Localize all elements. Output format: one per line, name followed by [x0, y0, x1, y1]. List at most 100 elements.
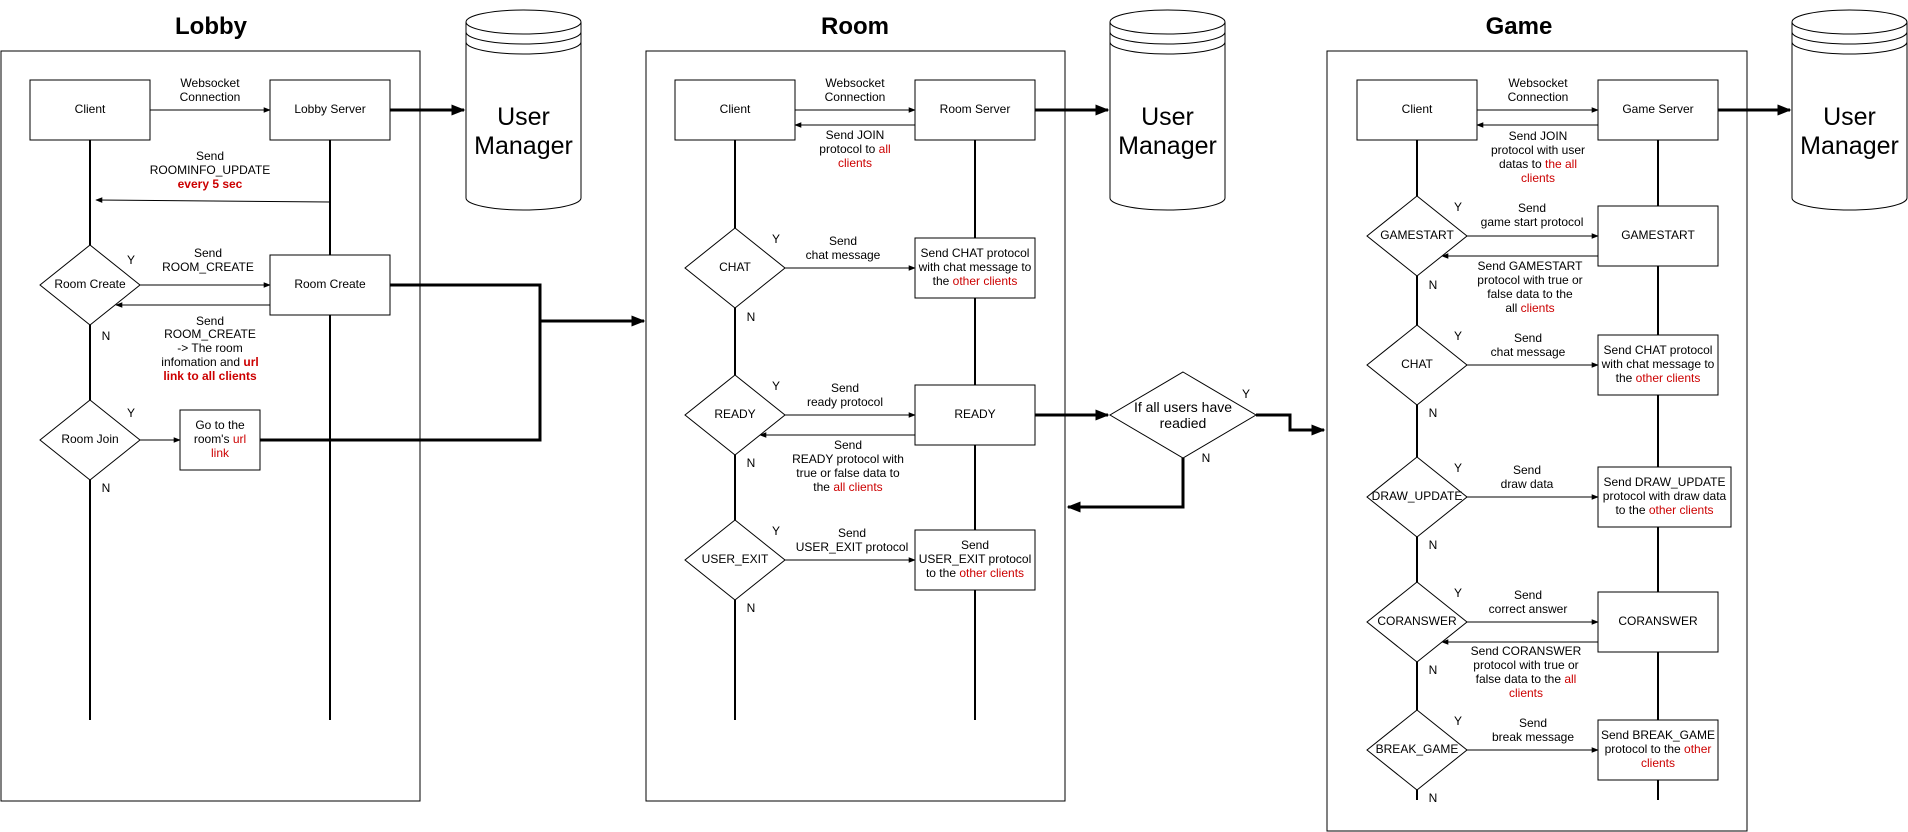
lobby-create-reply-label-segment: link to all clients	[163, 368, 257, 383]
room-client-box	[674, 79, 796, 141]
room-title: Room	[821, 13, 889, 40]
lobby-join-yes: Y	[127, 406, 135, 420]
game-join-label-segment: the all	[1544, 157, 1578, 171]
game-gamestart-diamond-label-text: GAMESTART	[1380, 228, 1454, 243]
game-chat-diamond-label-text: CHAT	[1401, 357, 1433, 372]
room-exit-diamond-label-text: USER_EXIT	[702, 552, 769, 567]
game-coranswer-reply-label-segment: false data to the	[1475, 672, 1565, 686]
game-break-diamond-label-line: BREAK_GAME	[1375, 742, 1459, 757]
lobby-create-reply-label-line: ROOM_CREATE	[161, 327, 258, 342]
game-draw-diamond	[1366, 456, 1468, 538]
lobby-roominfo-arrow	[95, 197, 331, 203]
game-coranswer-yes: Y	[1454, 586, 1462, 600]
lobby-room-create-box	[269, 254, 391, 316]
game-chat-send-label-line: Send	[1513, 331, 1543, 346]
game-client-box	[1356, 79, 1478, 141]
game-websocket-label-line: Connection	[1507, 90, 1569, 104]
room-ready-reply-label-line: true or false data to	[792, 466, 904, 481]
game-gamestart-box-label-line: GAMESTART	[1621, 228, 1695, 243]
room-join-label-segment: all	[878, 142, 891, 157]
lobby-room-join-diamond-label: Room Join	[40, 430, 140, 450]
game-chat-box-label-segment: other clients	[1635, 370, 1701, 385]
game-gamestart-send-label-line: game start protocol	[1480, 215, 1584, 229]
lobby-title: Lobby	[175, 13, 248, 40]
game-websocket-label-line: Websocket	[1508, 76, 1568, 91]
room-frame	[645, 50, 1066, 802]
room-websocket-label-line: Websocket	[825, 76, 885, 91]
lobby-create-reply-label-segment: infomation and	[161, 354, 244, 369]
room-not-ready-loop	[1066, 458, 1185, 513]
game-join-label-line: protocol with user	[1491, 143, 1585, 158]
lobby-roominfo-label-segment: every 5 sec	[177, 176, 243, 191]
room-all-ready-no: N	[1202, 451, 1211, 465]
game-chat-no: N	[1429, 406, 1438, 420]
room-chat-send-label-line: chat message	[805, 248, 881, 262]
room-chat-box-label-line: with chat message to	[918, 260, 1032, 275]
game-draw-box-label-segment: protocol with draw data	[1602, 489, 1727, 504]
game-gamestart-send-label-line: Send	[1517, 201, 1547, 216]
room-exit-send-label-line: USER_EXIT protocol	[795, 540, 909, 554]
game-coranswer-reply-label-segment: clients	[1508, 685, 1543, 700]
room-ready-reply-label-segment: the	[813, 479, 834, 494]
game-break-box-label-segment: Send BREAK_GAME	[1600, 728, 1716, 743]
game-draw-diamond-label-text: DRAW_UPDATE	[1372, 489, 1463, 504]
game-chat-box-label-segment: the	[1615, 370, 1636, 385]
room-chat-yes: Y	[772, 232, 780, 246]
lobby-room-create-box-label: Room Create	[270, 255, 390, 315]
lobby-create-reply-label-segment: url	[243, 354, 259, 369]
lobby-websocket-label-line: Connection	[179, 90, 241, 104]
lobby-room-create-diamond	[39, 244, 141, 326]
lobby-roominfo-label-segment: Send	[195, 149, 224, 164]
lobby-room-create-box-label-text: Room Create	[294, 277, 365, 292]
game-server-label-line: Game Server	[1622, 102, 1694, 117]
room-exit-diamond	[684, 519, 786, 601]
game-chat-diamond	[1366, 324, 1468, 406]
lobby-server-label: Lobby Server	[270, 80, 390, 140]
lobby-create-reply-label-line: infomation and url	[161, 354, 259, 370]
game-draw-box-label-segment: to the	[1615, 502, 1649, 517]
lobby-server-label-text: Lobby Server	[294, 102, 365, 117]
lobby-create-yes: Y	[127, 253, 135, 267]
lobby-client-label-text: Client	[75, 102, 106, 117]
room-client-label-line: Client	[719, 102, 751, 117]
room-exit-box-label-segment: other clients	[959, 565, 1025, 580]
room-server-label: Room Server	[915, 80, 1035, 140]
game-chat-diamond-label-line: CHAT	[1401, 357, 1433, 372]
game-gamestart-reply-label-segment: clients	[1520, 300, 1555, 315]
lobby-room-create-diamond-label-text: Room Create	[54, 277, 125, 292]
game-break-box-label-line: protocol to the other	[1601, 742, 1715, 757]
room-chat-box-label-segment: with chat message to	[918, 260, 1032, 275]
lobby-goto-box	[179, 409, 261, 471]
room-join-label-line: protocol to all	[819, 142, 891, 157]
room-ready-reply-label-line: Send	[792, 439, 904, 453]
game-gamestart-diamond-label-line: GAMESTART	[1380, 228, 1454, 243]
lobby-create-to-room-line	[260, 283, 542, 442]
game-coranswer-diamond	[1366, 581, 1468, 663]
game-coranswer-reply-label-segment: all	[1564, 672, 1577, 686]
lobby-create-reply-label-segment: ROOM_CREATE	[164, 327, 256, 342]
game-break-box-label-line: Send BREAK_GAME	[1600, 728, 1716, 743]
room-exit-box-label-segment: Send	[960, 538, 990, 553]
lobby-goto-label-line: link	[194, 446, 246, 461]
game-chat-yes: Y	[1454, 329, 1462, 343]
game-coranswer-reply-label-segment: Send CORANSWER	[1470, 644, 1582, 659]
game-server-label-text: Game Server	[1622, 102, 1694, 117]
game-chat-box-label-line: with chat message to	[1602, 357, 1715, 372]
room-client-label: Client	[675, 80, 795, 140]
room-chat-diamond	[684, 227, 786, 309]
